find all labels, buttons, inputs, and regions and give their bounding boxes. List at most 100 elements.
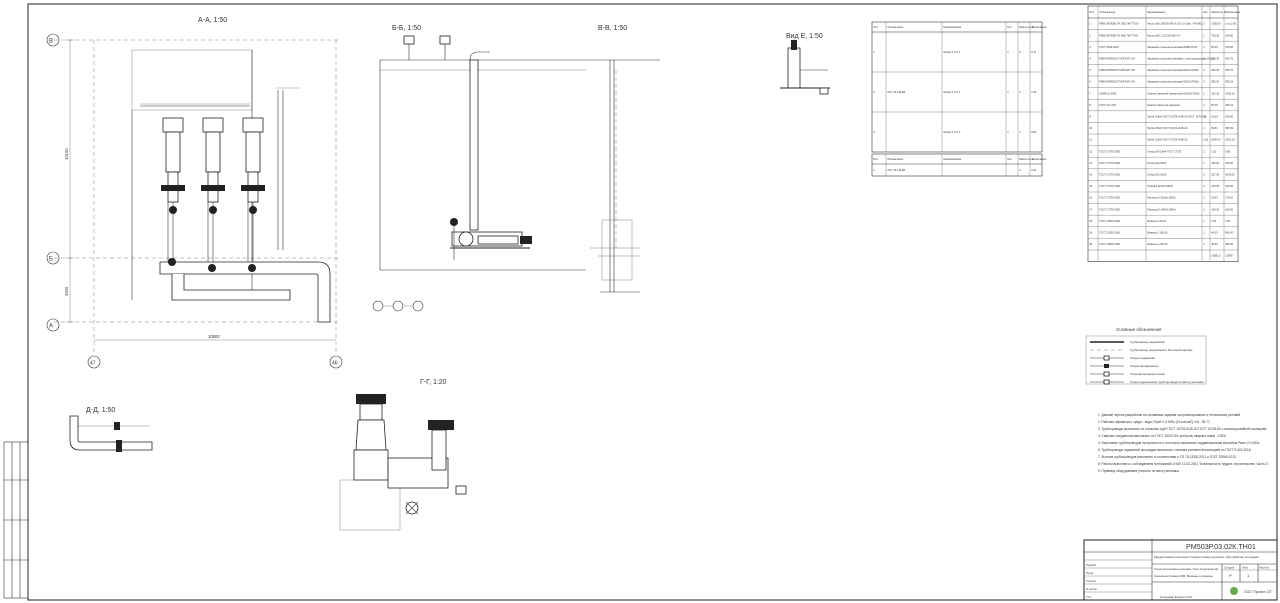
spec-table-cell: 1,50 xyxy=(1225,219,1231,223)
spec-table-cell: Фланец 1-150-16 xyxy=(1147,230,1168,234)
spec-table-cell: 20 xyxy=(1089,242,1092,246)
organization: ООО "Проект-СП" xyxy=(1244,590,1273,594)
view-gg: Г-Г, 1:20 xyxy=(339,379,467,531)
spec-table-cell: ОМ44-51-2092 xyxy=(1099,91,1117,95)
spec-table-header: Примечание xyxy=(1225,10,1241,14)
spec-table-header: Масса ед. кг xyxy=(1211,10,1226,14)
axis-label-a: А xyxy=(49,324,53,330)
small-table-1-cell: 2 xyxy=(873,90,875,94)
spec-table-cell: Труба 159х5 ГОСТ 10704-91/В-20 xyxy=(1147,126,1188,130)
legend-symbol-mark xyxy=(1104,364,1109,368)
spec-table-cell: 217,05 xyxy=(1211,172,1219,176)
small-table-1-header: Обозначение xyxy=(887,25,904,29)
dim-width: 10500 xyxy=(208,334,220,339)
spec-table-cell: 132,25 xyxy=(1211,91,1219,95)
note-line: 9. Привязку оборудования уточнить по мес… xyxy=(1098,469,1180,473)
spec-table-header: Поз. xyxy=(1089,10,1094,14)
spec-table-cell: Насос ЦНС 12,5/125 ВК-2-У xyxy=(1147,33,1181,37)
axis-label-46: 46 xyxy=(332,361,338,367)
dim-height-upper: 10100 xyxy=(64,148,69,160)
spec-table-cell: 9 xyxy=(1089,114,1091,118)
spec-table-cell: 1 xyxy=(1203,33,1205,37)
spec-table-cell: 139,03 xyxy=(1211,207,1219,211)
spec-table-cell: 101,25 xyxy=(1211,56,1219,60)
sheets-label: Листов xyxy=(1259,566,1269,570)
spec-table-cell: 10 xyxy=(1089,126,1092,130)
spec-table-cell: Задвижка стальная клиновая с электроприв… xyxy=(1147,56,1216,60)
spec-table-cell: 11 xyxy=(1203,114,1206,118)
axis-label-v: В xyxy=(49,39,53,45)
spec-table-cell: 2600,43 xyxy=(1211,138,1221,142)
drawing-name: Насосная станция №5. Фасады и разрезы xyxy=(1154,574,1213,578)
spec-table-cell: 1 xyxy=(1089,22,1091,26)
spec-table-cell: 2 xyxy=(1203,149,1205,153)
small-table-2-cell: 3 xyxy=(1019,168,1021,172)
spec-table-cell: 1 xyxy=(1203,161,1205,165)
spec-table-cell: 1010,15 xyxy=(1225,138,1235,142)
small-table-1-cell: Опора 4 Тип 3 xyxy=(943,130,961,134)
spec-table-cell: ГОСТ 17376-2001 xyxy=(1099,184,1121,188)
note-line: 3. Трубопроводы выполнить из стальных тр… xyxy=(1098,427,1267,431)
legend-symbol-mark xyxy=(1103,371,1110,377)
spec-table-cell: 96,00 xyxy=(1211,45,1218,49)
axis-label-47: 47 xyxy=(90,361,96,367)
axis-label-b: Б xyxy=(49,257,53,263)
spec-table-cell: 12 xyxy=(1089,149,1092,153)
spec-table-cell: 13 xyxy=(1089,161,1092,165)
spec-table-cell: Отвод 90-159х5 xyxy=(1147,161,1167,165)
note-line: 1. Данный чертеж разработан на основании… xyxy=(1098,413,1241,417)
spec-table-cell: 1050,00 xyxy=(1211,22,1221,26)
spec-table-cell: 1 xyxy=(1203,196,1205,200)
small-table-1-cell: 5,80 xyxy=(1031,130,1037,134)
small-table-1-cell: 1 xyxy=(1007,90,1009,94)
spec-table-cell: ГОСТ 17378-2001 xyxy=(1099,196,1121,200)
small-table-1-cell: Опора 4 Тип 2 xyxy=(943,90,961,94)
pump-unit-2 xyxy=(201,117,225,268)
spec-table-cell: 1 xyxy=(1203,91,1205,95)
spec-table-cell: 1 xyxy=(1203,207,1205,211)
view-gg-title: Г-Г, 1:20 xyxy=(420,379,447,386)
spec-table-cell: 144,00 xyxy=(1225,33,1233,37)
spec-table-cell: 263,75 xyxy=(1225,68,1233,72)
spec-table-cell: 106,00 xyxy=(1225,161,1233,165)
spec-table-cell: 205,60 xyxy=(1225,114,1233,118)
spec-table-cell: 16,00 xyxy=(1211,114,1218,118)
spec-table-cell: 1 xyxy=(1203,45,1205,49)
view-dd: Д-Д, 1:50 xyxy=(69,407,153,452)
spec-table-cell: 3 xyxy=(1203,172,1205,176)
spec-table-header: Обозначение xyxy=(1099,10,1116,14)
spec-table-cell: 1 xyxy=(1203,126,1205,130)
spec-table-cell: 1 xyxy=(1203,68,1205,72)
spec-table-cell: 2 xyxy=(1203,80,1205,84)
spec-table-cell: РМ5ОЗР.5030К.ТНОПОЛУ-ЗЭ xyxy=(1099,80,1135,84)
sheet-frame xyxy=(27,3,1278,601)
spec-table-cell: 7 xyxy=(1089,91,1091,95)
spec-table-cell: 733,00 xyxy=(1211,33,1219,37)
spec-table-cell: ГОСТ 17375-2001 xyxy=(1099,149,1121,153)
spec-table-cell: 1 xyxy=(1203,219,1205,223)
small-table-2-cell: 0,40 xyxy=(1031,168,1037,172)
spec-table-cell: 290,00 xyxy=(1211,80,1219,84)
spec-table-cell: 87,05 xyxy=(1211,103,1218,107)
view-vv: В-В, 1:50 xyxy=(586,25,660,293)
small-table-2-header: Масса ед. кг xyxy=(1019,157,1034,161)
spec-table-cell: ГОСТ 16-1702 xyxy=(1099,103,1116,107)
spec-table-cell: 990,00 xyxy=(1225,230,1233,234)
legend-symbol-mark xyxy=(1103,355,1110,361)
sheet-name: Технологические решения. Узел подключени… xyxy=(1154,567,1219,571)
spec-table-cell: 1 xyxy=(1203,230,1205,234)
small-table-2-header: Поз. xyxy=(873,157,878,161)
spec-table-cell: ГОСТ 17378-2001 xyxy=(1099,207,1121,211)
spec-table-cell: 590,15 xyxy=(1225,80,1233,84)
spec-table-cell: Отвод 90-108х4 ГОСТ 17375 xyxy=(1147,149,1182,153)
title-role: Утв. xyxy=(1086,595,1092,599)
spec-table-cell: 106,00 xyxy=(1225,184,1233,188)
small-table-1-cell: ОСТ 36-146-88 xyxy=(887,90,905,94)
spec-table-cell: 1 xyxy=(1203,56,1205,60)
spec-table-cell: 18 xyxy=(1089,219,1092,223)
small-table-2-header: Примечание xyxy=(1031,157,1047,161)
title-block: Разраб.Пров.Т.контр.Н.контр.Утв. РМ503Р.… xyxy=(1083,539,1278,601)
legend-title: Условные обозначения xyxy=(1116,327,1161,332)
